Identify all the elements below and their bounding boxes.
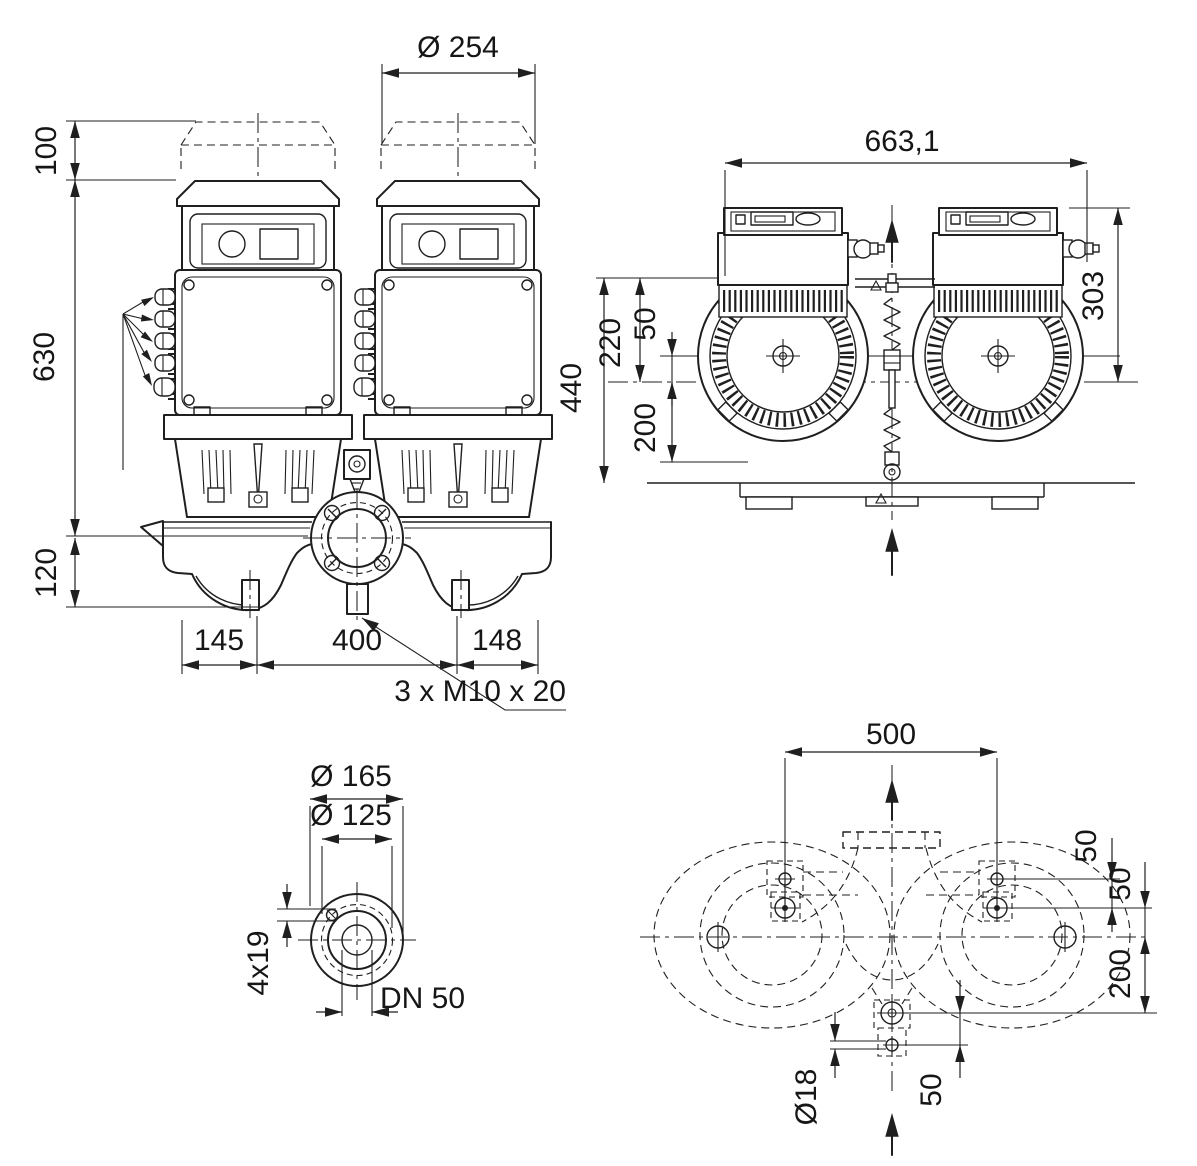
flow-arrow-top <box>885 219 899 263</box>
dim-label-220: 220 <box>594 318 627 368</box>
dim-label-200-plan: 200 <box>1104 949 1137 999</box>
dim-label-148: 148 <box>472 624 522 657</box>
flange-bolt-holes <box>323 504 391 572</box>
foot-pad-bottom <box>873 998 911 1057</box>
flow-arrow-plan-top <box>885 779 899 821</box>
dim-label-dn50: DN 50 <box>380 982 465 1015</box>
dim-label-4x19: 4x19 <box>242 930 275 995</box>
dim-200-top: 200 <box>629 382 677 462</box>
gauge-ports <box>706 922 1077 952</box>
dim-label-440: 440 <box>555 363 588 413</box>
dim-500: 500 <box>785 718 997 757</box>
dim-label-200-top: 200 <box>629 403 662 453</box>
dim-label-303: 303 <box>1077 271 1110 321</box>
dim-overall-width: 663,1 <box>724 125 1088 276</box>
dim-200-plan: 200 <box>1104 937 1150 1013</box>
flange-detail-view: Ø 165 Ø 125 4x19 DN 50 <box>242 760 465 1017</box>
dim-clearance-100: 100 <box>30 120 196 181</box>
drain-spout <box>140 520 164 547</box>
plan-view: 500 50 50 200 Ø18 5 <box>640 718 1157 1156</box>
flow-arrow-bottom <box>885 528 899 576</box>
dim-label-125: Ø 125 <box>310 799 392 832</box>
dim-125: Ø 125 <box>310 799 393 928</box>
dim-label-500: 500 <box>866 718 916 751</box>
motor-left <box>698 208 884 441</box>
dim-label-145: 145 <box>194 624 244 657</box>
dim-label-50b: 50 <box>1104 867 1137 900</box>
dim-port-120: 120 <box>30 538 260 608</box>
discharge-flange-hidden <box>842 831 941 849</box>
gland-leader-arrows <box>122 293 156 470</box>
casing-outline-hidden <box>653 841 1131 1029</box>
dim-label-254: Ø 254 <box>417 31 499 64</box>
dim-label-663: 663,1 <box>864 125 939 158</box>
dim-height-630: 630 <box>28 180 308 537</box>
pump-head-left <box>154 113 352 517</box>
dim-label-50c: 50 <box>915 1073 948 1106</box>
dim-4x19: 4x19 <box>242 884 336 996</box>
dim-label-50a: 50 <box>1070 829 1103 862</box>
motor-right <box>913 208 1099 441</box>
dim-label-100: 100 <box>30 126 63 176</box>
dim-50-axis: 50 <box>629 307 677 406</box>
dim-label-630: 630 <box>28 332 61 382</box>
flow-marker-top <box>870 279 882 291</box>
dim-motor-diameter: Ø 254 <box>381 31 536 144</box>
note-label-plugs: 3 x M10 x 20 <box>394 675 566 708</box>
dim-dn50: DN 50 <box>316 950 465 1017</box>
dim-220: 220 <box>594 278 645 382</box>
dim-50-b: 50 <box>1104 862 1150 954</box>
dim-50-c: 50 <box>915 980 965 1107</box>
suction-flange <box>303 449 411 620</box>
dim-label-18: Ø18 <box>790 1069 823 1126</box>
dim-hole-18: Ø18 <box>790 1012 840 1125</box>
front-view: Ø 254 100 630 120 <box>28 31 566 711</box>
dim-label-120: 120 <box>30 548 63 598</box>
dim-303: 303 <box>1069 207 1130 383</box>
dim-label-165: Ø 165 <box>310 760 392 793</box>
dim-440: 440 <box>555 278 609 483</box>
dim-50-a: 50 <box>1070 829 1117 932</box>
dim-165: Ø 165 <box>309 760 404 944</box>
flow-arrow-plan-bottom <box>885 1113 899 1156</box>
top-view: 663,1 303 440 220 50 200 <box>555 125 1140 576</box>
pump-head-right <box>354 113 552 517</box>
flow-marker-bottom <box>875 492 887 504</box>
dim-bottom-chain: 145 400 148 <box>181 616 539 674</box>
dim-label-50-axis: 50 <box>629 307 662 340</box>
note-plugs: 3 x M10 x 20 <box>359 613 566 711</box>
